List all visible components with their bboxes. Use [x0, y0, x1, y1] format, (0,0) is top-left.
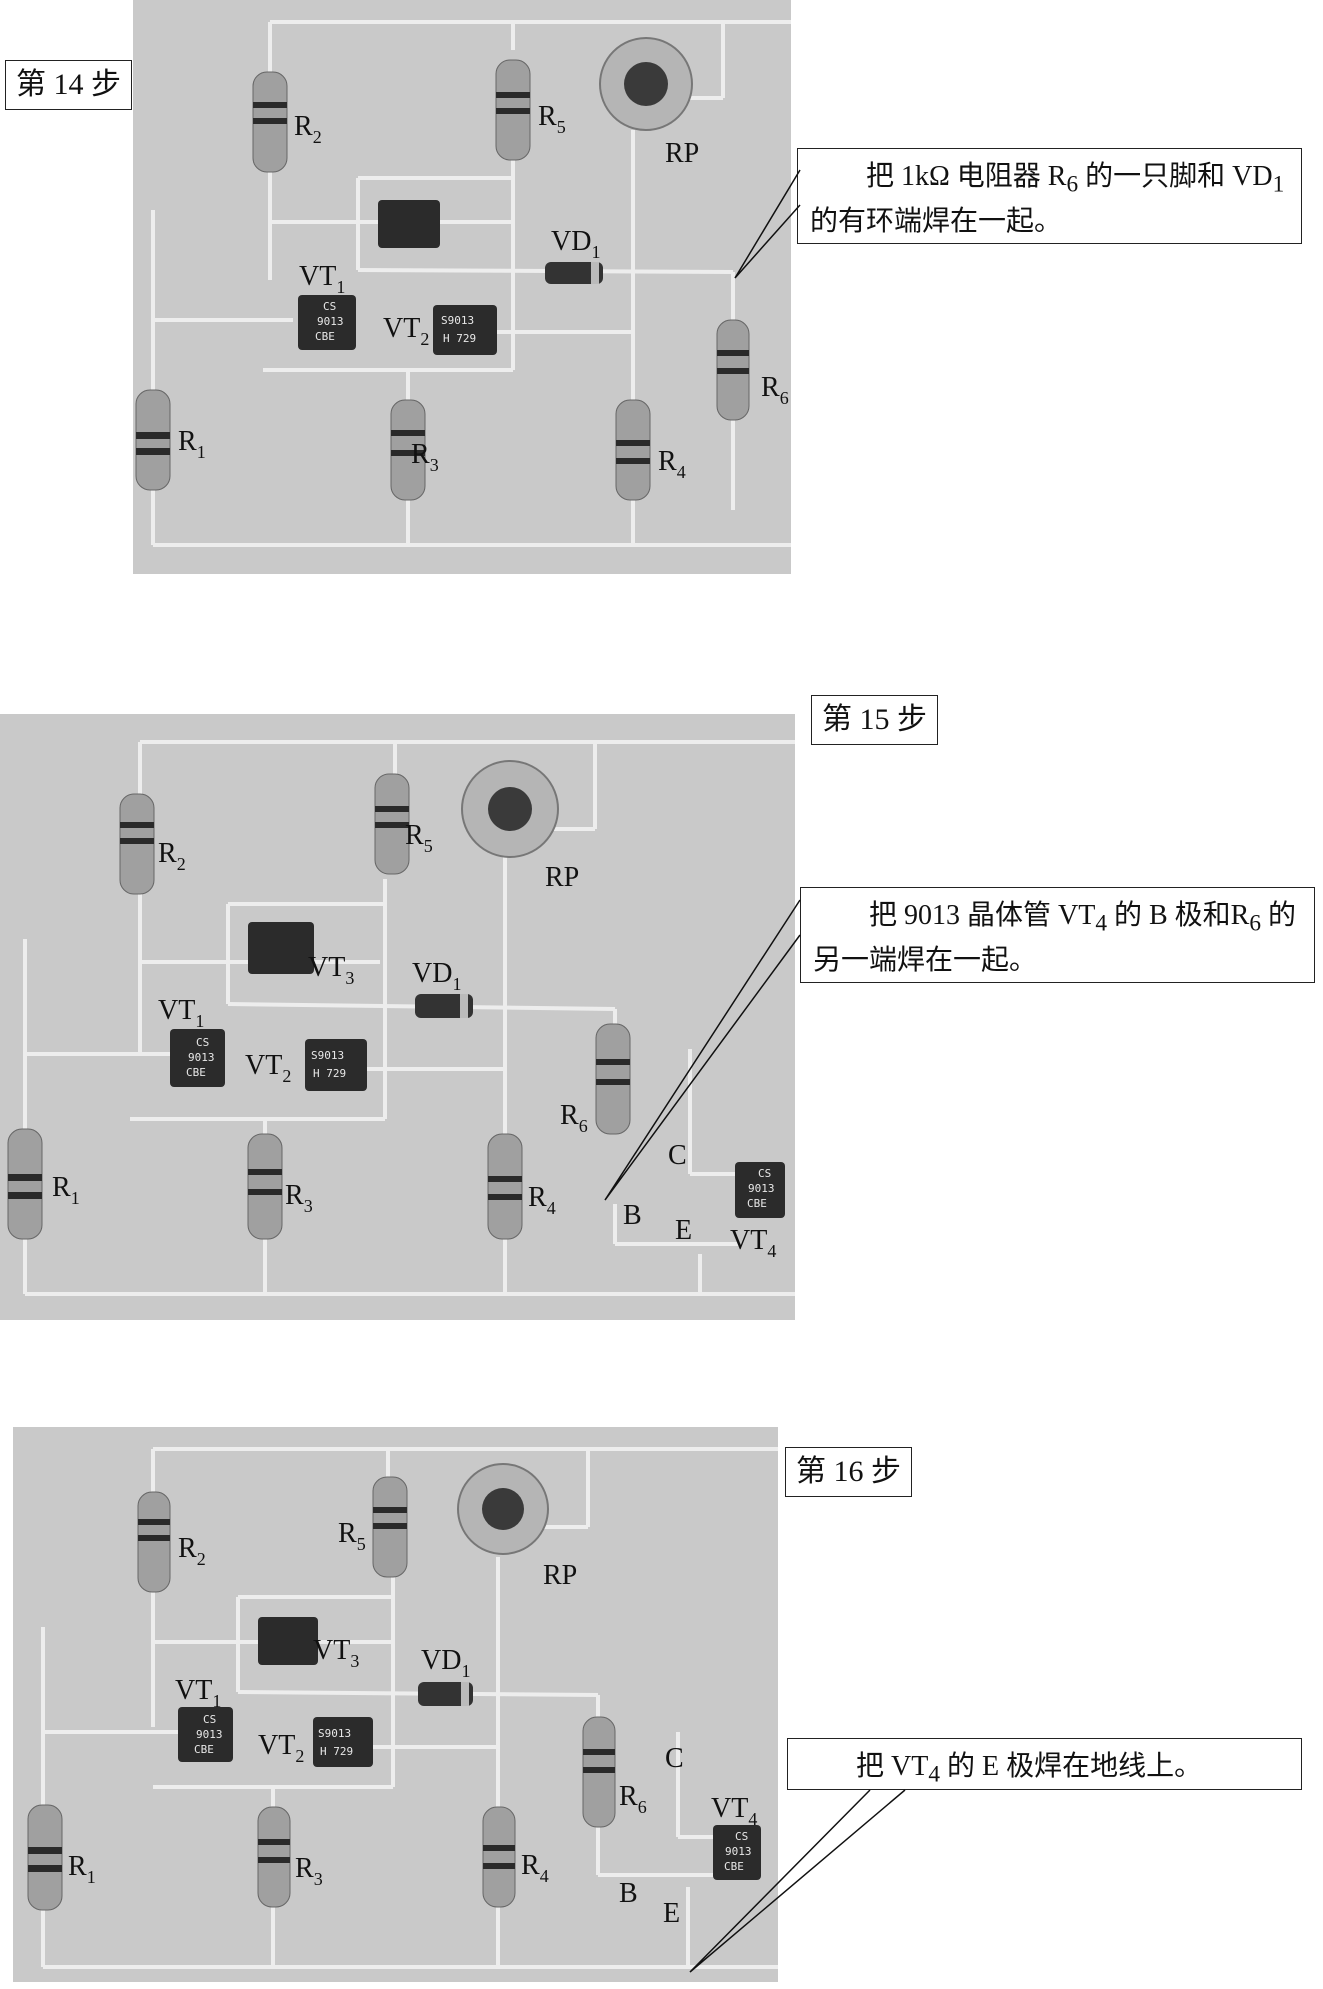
transistor-vt2-14: S9013 H 729: [433, 305, 497, 355]
transistor-vt1-15: CS 9013 CBE: [170, 1029, 225, 1087]
transistor-vt3-16: [258, 1617, 318, 1665]
step-label-14: 第 14 步: [5, 60, 132, 110]
resistor-r3: [247, 1133, 283, 1240]
chip-marking: 9013: [317, 315, 344, 328]
chip-marking: CS: [758, 1167, 771, 1180]
diode-vd1-15: [415, 994, 473, 1018]
photo-step-16: CS 9013 CBE S9013 H 729 CS 9013 CBE R2 R…: [13, 1427, 778, 1982]
transistor-vt1-14: CS 9013 CBE: [298, 295, 356, 350]
transistor-vt4-16: CS 9013 CBE: [713, 1825, 761, 1880]
label-r2: R2: [178, 1533, 206, 1569]
label-vt1: VT1: [299, 261, 345, 297]
instruction-text-14: 把 1kΩ 电阻器 R6 的一只脚和 VD1 的有环端焊在一起。: [810, 161, 1285, 238]
transistor-vt2-16: S9013 H 729: [313, 1717, 373, 1767]
label-r4: R4: [658, 446, 686, 482]
label-vd1: VD1: [551, 226, 600, 262]
chip-marking: H 729: [320, 1745, 353, 1758]
circuit-diagram-14: CS 9013 CBE S9013 H 729 R2 R5 RP VD1 VT1…: [135, 20, 791, 547]
chip-marking: CBE: [186, 1066, 206, 1079]
chip-marking: CS: [196, 1036, 209, 1049]
label-r2: R2: [294, 111, 322, 147]
chip-marking: CS: [735, 1830, 748, 1843]
label-vd1: VD1: [412, 958, 461, 994]
chip-marking: 9013: [196, 1728, 223, 1741]
label-r6: R6: [761, 372, 789, 408]
label-r3: R3: [295, 1853, 323, 1889]
label-r4: R4: [521, 1850, 549, 1886]
label-vt1: VT1: [175, 1675, 221, 1711]
label-b: B: [623, 1200, 642, 1231]
chip-marking: S9013: [318, 1727, 351, 1740]
step-label-15: 第 15 步: [811, 695, 938, 745]
instruction-callout-15: 把 9013 晶体管 VT4 的 B 极和R6 的另一端焊在一起。: [800, 887, 1315, 983]
resistor-r4: [487, 1133, 523, 1240]
resistor-r1: [135, 389, 171, 491]
label-vt2: VT2: [245, 1050, 291, 1086]
chip-marking: H 729: [443, 332, 476, 345]
label-vt2: VT2: [383, 313, 429, 349]
label-rp: RP: [543, 1560, 577, 1591]
chip-marking: CBE: [724, 1860, 744, 1873]
step-label-16: 第 16 步: [785, 1447, 912, 1497]
chip-marking: S9013: [311, 1049, 344, 1062]
label-r3: R3: [411, 439, 439, 475]
chip-marking: 9013: [748, 1182, 775, 1195]
resistor-r4: [482, 1806, 516, 1908]
label-e: E: [675, 1215, 692, 1246]
chip-marking: CBE: [194, 1743, 214, 1756]
resistor-r2: [137, 1491, 171, 1593]
label-r5: R5: [538, 101, 566, 137]
chip-marking: 9013: [725, 1845, 752, 1858]
label-e: E: [663, 1898, 680, 1929]
instruction-callout-14: 把 1kΩ 电阻器 R6 的一只脚和 VD1 的有环端焊在一起。: [797, 148, 1302, 244]
chip-marking: CBE: [747, 1197, 767, 1210]
label-vt3: VT3: [308, 952, 354, 988]
label-r5: R5: [338, 1518, 366, 1554]
label-c: C: [665, 1743, 684, 1774]
label-r1: R1: [178, 426, 206, 462]
circuit-diagram-15: CS 9013 CBE S9013 H 729 CS 9013 CBE R2 R…: [7, 740, 795, 1296]
label-vt4: VT4: [730, 1225, 776, 1261]
transistor-vt3-14: [378, 200, 440, 248]
label-vt4: VT4: [711, 1793, 757, 1829]
photo-step-15: CS 9013 CBE S9013 H 729 CS 9013 CBE R2 R…: [0, 714, 795, 1320]
instruction-text-15: 把 9013 晶体管 VT4 的 B 极和R6 的另一端焊在一起。: [813, 900, 1297, 977]
chip-marking: H 729: [313, 1067, 346, 1080]
chip-marking: CS: [203, 1713, 216, 1726]
chip-marking: 9013: [188, 1051, 215, 1064]
label-r1: R1: [52, 1172, 80, 1208]
photo-step-14: CS 9013 CBE S9013 H 729 R2 R5 RP VD1 VT1…: [133, 0, 791, 574]
transistor-vt2-15: S9013 H 729: [305, 1039, 367, 1091]
transistor-vt4-15: CS 9013 CBE: [735, 1162, 785, 1218]
label-r2: R2: [158, 838, 186, 874]
transistor-vt1-16: CS 9013 CBE: [178, 1707, 233, 1762]
circuit-diagram-16: CS 9013 CBE S9013 H 729 CS 9013 CBE R2 R…: [27, 1447, 778, 1969]
label-vd1: VD1: [421, 1645, 470, 1681]
instruction-callout-16: 把 VT4 的 E 极焊在地线上。: [787, 1738, 1302, 1790]
label-r6: R6: [560, 1100, 588, 1136]
label-r6: R6: [619, 1781, 647, 1817]
label-rp: RP: [545, 862, 579, 893]
label-c: C: [668, 1140, 687, 1171]
chip-marking: CBE: [315, 330, 335, 343]
diode-vd1-14: [545, 262, 603, 284]
diode-vd1-16: [418, 1682, 473, 1706]
chip-marking: CS: [323, 300, 336, 313]
resistor-r1: [27, 1804, 63, 1911]
label-r3: R3: [285, 1180, 313, 1216]
label-vt3: VT3: [313, 1635, 359, 1671]
label-r5: R5: [405, 820, 433, 856]
label-vt2: VT2: [258, 1730, 304, 1766]
chip-marking: S9013: [441, 314, 474, 327]
label-vt1: VT1: [158, 995, 204, 1031]
transistor-vt3-15: [248, 922, 314, 974]
instruction-text-16: 把 VT4 的 E 极焊在地线上。: [856, 1751, 1203, 1788]
resistor-r1: [7, 1128, 43, 1240]
resistor-r4: [615, 399, 651, 501]
label-r1: R1: [68, 1851, 96, 1887]
label-r4: R4: [528, 1182, 556, 1218]
label-b: B: [619, 1878, 638, 1909]
label-rp: RP: [665, 138, 699, 169]
